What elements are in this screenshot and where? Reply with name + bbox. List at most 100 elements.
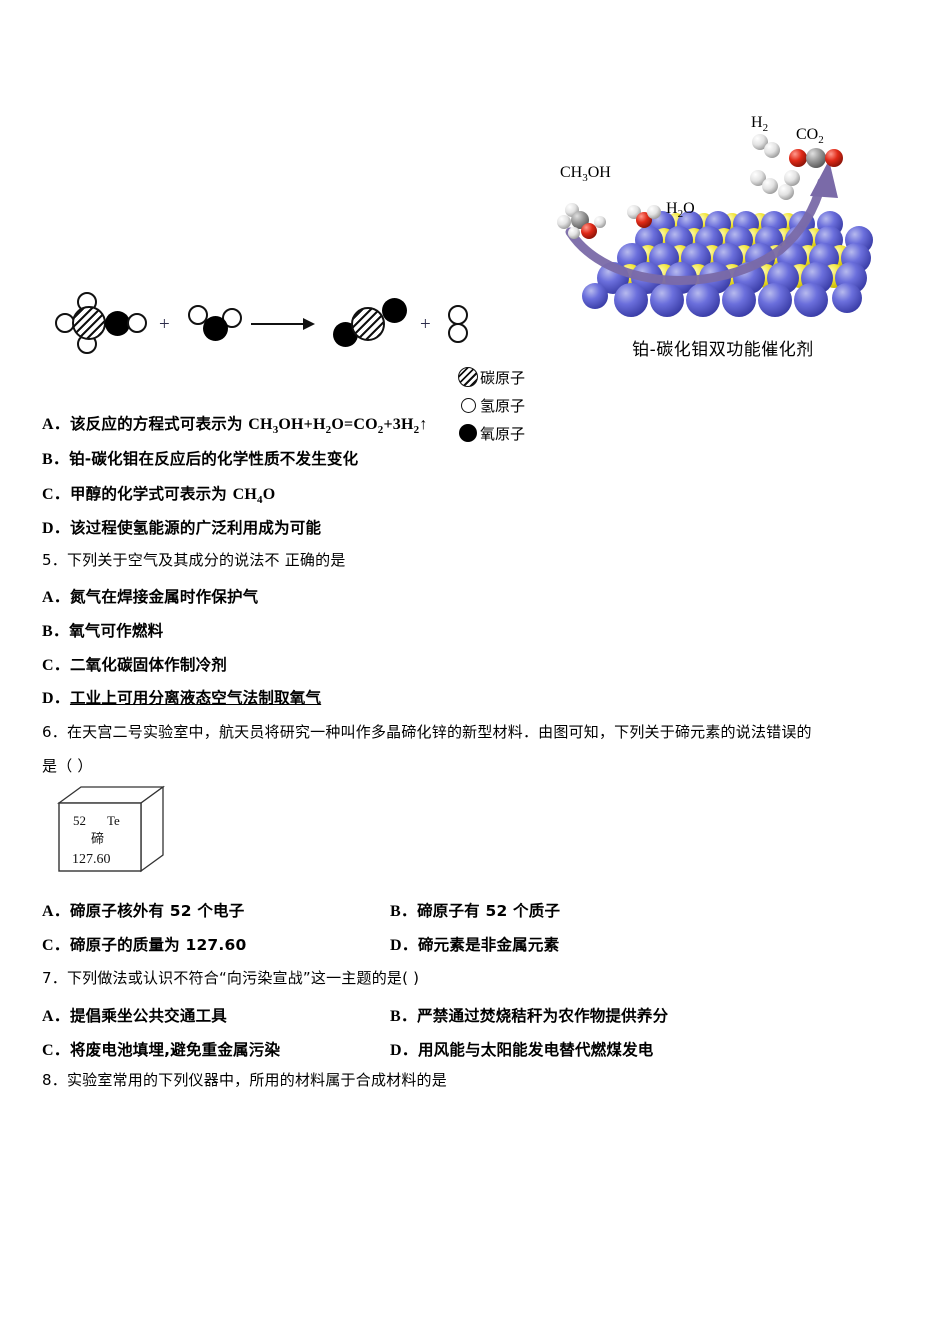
oxygen-atom — [105, 311, 130, 336]
q6-option-d: D．碲元素是非金属元素 — [390, 931, 559, 955]
catalyst-caption: 铂-碳化钼双功能催化剂 — [632, 340, 814, 360]
q4-option-d: D．该过程使氢能源的广泛利用成为可能 — [42, 514, 321, 538]
q5-option-c: C．二氧化碳固体作制冷剂 — [42, 651, 227, 675]
oxygen-atom-icon — [459, 424, 477, 442]
atomic-number-text: 52 — [73, 813, 86, 828]
q4-option-c: C．甲醇的化学式可表示为 CH4O — [42, 480, 275, 506]
carbon-atom — [351, 307, 385, 341]
element-chinese-name-text: 碲 — [91, 831, 104, 847]
legend-row-hydrogen: 氢原子 — [458, 391, 558, 419]
option-letter: A． — [42, 589, 70, 606]
atom-legend: 碳原子 氢原子 氧原子 — [458, 363, 558, 447]
q6-stem-line2: 是（ ） — [42, 757, 93, 775]
legend-row-oxygen: 氧原子 — [458, 419, 558, 447]
q8-stem: 8．实验室常用的下列仪器中，所用的材料属于合成材料的是 — [42, 1069, 447, 1090]
q7-number: 7． — [42, 969, 67, 987]
catalyst-lattice-graphic — [557, 134, 873, 317]
option-letter: D． — [390, 937, 418, 954]
q6-stem-text: 在天宫二号实验室中，航天员将研究一种叫作多晶碲化锌的新型材料．由图可知，下列关于… — [66, 723, 812, 741]
option-letter: D． — [390, 1042, 418, 1059]
q8-stem-text: 实验室常用的下列仪器中，所用的材料属于合成材料的是 — [66, 1071, 447, 1089]
element-cube-graphic: 52 Te 碲 127.60 — [57, 785, 165, 873]
q5-stem-text: 下列关于空气及其成分的说法不 正确的是 — [66, 551, 346, 569]
option-formula: CH4O — [232, 486, 276, 507]
reaction-arrow-icon — [251, 318, 315, 330]
hydrogen-atom — [448, 305, 468, 325]
legend-label-oxygen: 氧原子 — [480, 424, 526, 443]
hydrogen-atom — [127, 313, 147, 333]
q8-number: 8． — [42, 1071, 67, 1089]
option-letter: D． — [42, 690, 70, 707]
q7-option-a: A．提倡乘坐公共交通工具 — [42, 1002, 227, 1026]
q6-option-b: B．碲原子有 52 个质子 — [390, 897, 560, 921]
option-text: 提倡乘坐公共交通工具 — [69, 1007, 227, 1025]
oxygen-atom — [203, 316, 228, 341]
option-letter: B． — [390, 903, 418, 920]
q5-option-d: D．工业上可用分离液态空气法制取氧气 — [42, 684, 321, 708]
label-hydrogen-gas: H2 — [751, 114, 769, 135]
option-text: 该过程使氢能源的广泛利用成为可能 — [69, 519, 322, 537]
q5-stem: 5．下列关于空气及其成分的说法不 正确的是 — [42, 549, 346, 570]
element-symbol-text: Te — [107, 813, 120, 828]
tellurium-element-cube: 52 Te 碲 127.60 — [55, 783, 170, 878]
option-letter: C． — [42, 657, 70, 674]
molecular-equation-diagram: + + — [55, 290, 468, 360]
option-letter: C． — [42, 937, 70, 954]
option-text: 碲原子的质量为 127.60 — [69, 936, 247, 954]
option-text: 氮气在焊接金属时作保护气 — [69, 588, 259, 606]
option-text: 工业上可用分离液态空气法制取氧气 — [69, 689, 322, 707]
option-text: 该反应的方程式可表示为 — [69, 415, 249, 433]
label-methanol: CH3OH — [560, 164, 611, 185]
option-letter: B． — [42, 623, 70, 640]
q7-stem: 7．下列做法或认识不符合“向污染宣战”这一主题的是( ) — [42, 967, 419, 988]
q6-stem-line1: 6．在天宫二号实验室中，航天员将研究一种叫作多晶碲化锌的新型材料．由图可知，下列… — [42, 721, 812, 742]
q6-option-a: A．碲原子核外有 52 个电子 — [42, 897, 244, 921]
carbon-atom-icon — [458, 367, 478, 387]
q7-stem-text: 下列做法或认识不符合“向污染宣战”这一主题的是( ) — [66, 969, 420, 987]
option-text: 将废电池填埋,避免重金属污染 — [69, 1041, 281, 1059]
option-letter: D． — [42, 520, 70, 537]
plus-sign: + — [420, 314, 431, 335]
q4-option-a: A．该反应的方程式可表示为 CH3OH+H2O=CO2+3H2↑ — [42, 410, 428, 436]
legend-row-carbon: 碳原子 — [458, 363, 558, 391]
option-text: 碲原子核外有 52 个电子 — [69, 902, 245, 920]
option-text: 氧气可作燃料 — [69, 622, 164, 640]
option-letter: A． — [42, 416, 70, 433]
q5-option-b: B．氧气可作燃料 — [42, 617, 163, 641]
option-text: 碲元素是非金属元素 — [417, 936, 560, 954]
hydrogen-atom — [448, 323, 468, 343]
option-text: 甲醇的化学式可表示为 — [69, 485, 233, 503]
label-carbon-dioxide: CO2 — [796, 126, 824, 147]
catalyst-illustration: CH3OH H2O H2 CO2 铂-碳化钼双功能催化剂 — [548, 100, 898, 375]
hydrogen-atom-icon — [461, 397, 476, 413]
q7-option-d: D．用风能与太阳能发电替代燃煤发电 — [390, 1036, 653, 1060]
option-letter: B． — [42, 451, 70, 468]
option-text: 用风能与太阳能发电替代燃煤发电 — [417, 1041, 654, 1059]
option-formula: CH3OH+H2O=CO2+3H2↑ — [248, 416, 428, 437]
option-letter: A． — [42, 903, 70, 920]
option-letter: C． — [42, 1042, 70, 1059]
label-water: H2O — [666, 200, 695, 221]
option-text: 严禁通过焚烧秸秆为农作物提供养分 — [417, 1007, 669, 1025]
option-text: 二氧化碳固体作制冷剂 — [69, 656, 227, 674]
oxygen-atom — [382, 298, 407, 323]
q7-option-c: C．将废电池填埋,避免重金属污染 — [42, 1036, 280, 1060]
q7-option-b: B．严禁通过焚烧秸秆为农作物提供养分 — [390, 1002, 668, 1026]
q6-number: 6． — [42, 723, 67, 741]
atomic-mass-text: 127.60 — [72, 852, 111, 867]
option-letter: B． — [390, 1008, 418, 1025]
plus-sign: + — [159, 314, 170, 335]
q5-number: 5． — [42, 551, 67, 569]
option-letter: A． — [42, 1008, 70, 1025]
hydrogen-atom — [188, 305, 208, 325]
carbon-atom — [72, 306, 106, 340]
option-letter: C． — [42, 486, 70, 503]
q4-option-b: B．铂-碳化钼在反应后的化学性质不发生变化 — [42, 445, 358, 469]
q6-option-c: C．碲原子的质量为 127.60 — [42, 931, 246, 955]
reaction-figure: + + 碳原子 氢原子 氧原子 — [0, 95, 950, 443]
option-text: 碲原子有 52 个质子 — [417, 902, 561, 920]
legend-label-carbon: 碳原子 — [480, 368, 526, 387]
q5-option-a: A．氮气在焊接金属时作保护气 — [42, 583, 258, 607]
option-text: 铂-碳化钼在反应后的化学性质不发生变化 — [69, 450, 359, 468]
legend-label-hydrogen: 氢原子 — [480, 396, 526, 415]
